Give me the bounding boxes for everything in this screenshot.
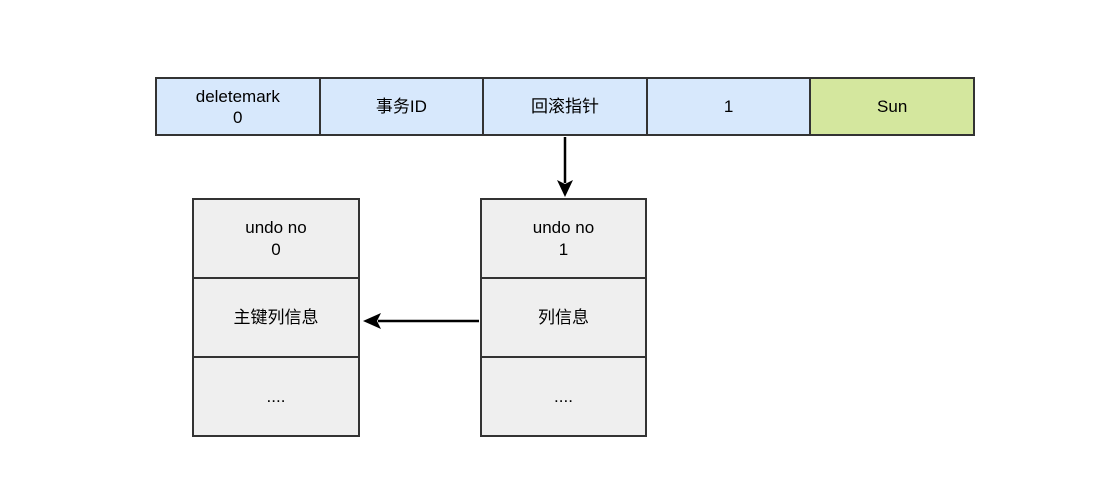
record-cell-transaction-id: 事务ID [318,79,483,134]
record-row: deletemark 0 事务ID 回滚指针 1 Sun [155,77,975,136]
undo-log-1-column-info: 列信息 [482,277,645,356]
record-cell-column-value: Sun [809,79,973,134]
record-cell-primary-key: 1 [645,79,810,134]
undo-log-1-ellipsis: .... [482,356,645,435]
record-cell-deletemark: deletemark 0 [157,79,319,134]
undo-chain-arrow [363,313,479,329]
undo-log-0-box: undo no 0 主键列信息 .... [192,198,360,437]
undo-log-0-ellipsis: .... [194,356,358,435]
rollback-pointer-arrow [557,137,573,197]
undo-log-1-header: undo no 1 [532,217,595,259]
undo-log-0-primary-key-info: 主键列信息 [194,277,358,356]
undo-log-0-header: undo no 0 [245,217,307,259]
undo-log-1-box: undo no 1 列信息 .... [480,198,647,437]
record-cell-rollback-pointer: 回滚指针 [482,79,646,134]
